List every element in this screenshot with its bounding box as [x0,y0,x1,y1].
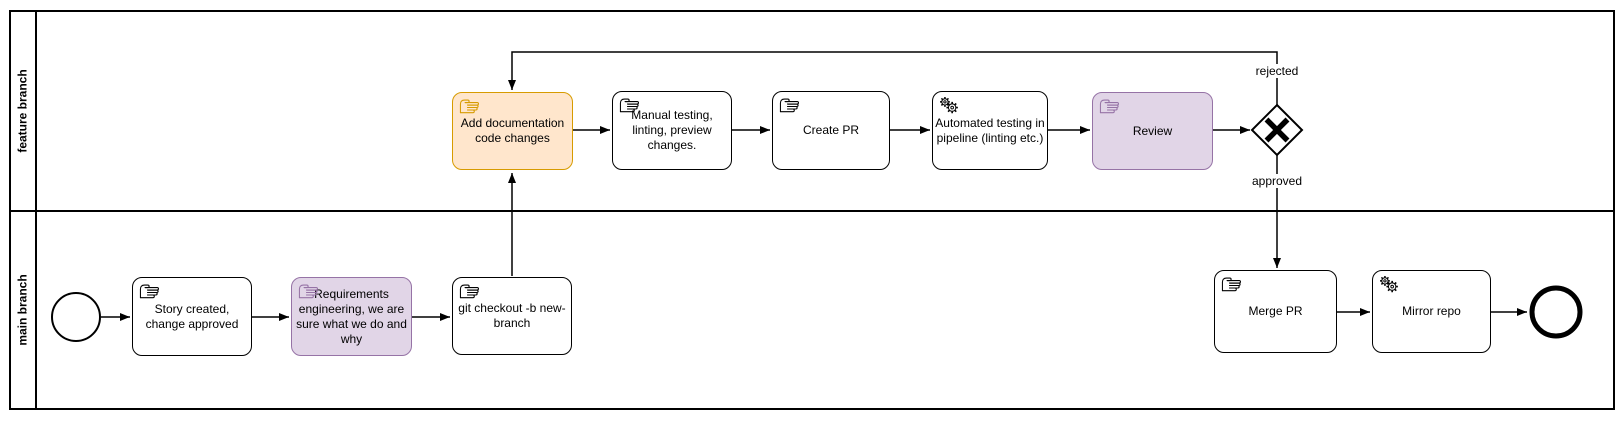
lane-header-main-branch: main branch [10,211,36,409]
manual-task-hand-icon [1099,98,1120,114]
task-merge-pr[interactable]: Merge PR [1214,270,1337,353]
flow-gateway-rejected-to-add-documentation [508,51,1278,105]
task-requirements-engineering[interactable]: Requirements engineering, we are sure wh… [291,277,412,356]
manual-task-hand-icon [459,98,480,114]
task-label: Manual testing, linting, preview changes… [631,108,713,152]
gateway-x-icon [1264,117,1290,143]
manual-task-hand-icon [779,97,800,113]
lane-header-feature-branch: feature branch [10,11,36,211]
task-label: Review [1132,123,1173,138]
lane-label: main branch [16,274,31,346]
task-label: Add documentation code changes [460,116,565,145]
task-label: Automated testing in pipeline (linting e… [935,115,1045,145]
task-mirror-repo[interactable]: Mirror repo [1372,270,1491,353]
task-review[interactable]: Review [1092,92,1213,170]
manual-task-hand-icon [459,283,480,299]
task-create-pr[interactable]: Create PR [772,91,890,170]
task-story-created[interactable]: Story created, change approved [132,277,252,356]
exclusive-gateway[interactable] [1250,103,1304,157]
task-label: Mirror repo [1402,304,1461,318]
manual-task-hand-icon [1221,276,1242,292]
manual-task-hand-icon [139,283,160,299]
task-label: Merge PR [1248,304,1303,318]
task-label: Story created, change approved [145,301,239,331]
end-event[interactable] [1529,285,1583,339]
task-label: git checkout -b new-branch [458,301,566,330]
flow-label-rejected: rejected [1253,64,1301,78]
service-task-gears-icon [1379,275,1400,294]
lane-label: feature branch [16,69,31,153]
start-event[interactable] [51,292,101,342]
task-manual-testing[interactable]: Manual testing, linting, preview changes… [612,91,732,170]
service-task-gears-icon [939,96,960,115]
task-label: Create PR [802,123,860,137]
task-git-checkout[interactable]: git checkout -b new-branch [452,277,572,355]
flow-label-approved: approved [1249,174,1305,188]
task-label: Requirements engineering, we are sure wh… [296,286,407,346]
task-add-documentation[interactable]: Add documentation code changes [452,92,573,170]
task-automated-testing[interactable]: Automated testing in pipeline (linting e… [932,91,1048,170]
manual-task-hand-icon [619,97,640,113]
manual-task-hand-icon [298,283,319,299]
